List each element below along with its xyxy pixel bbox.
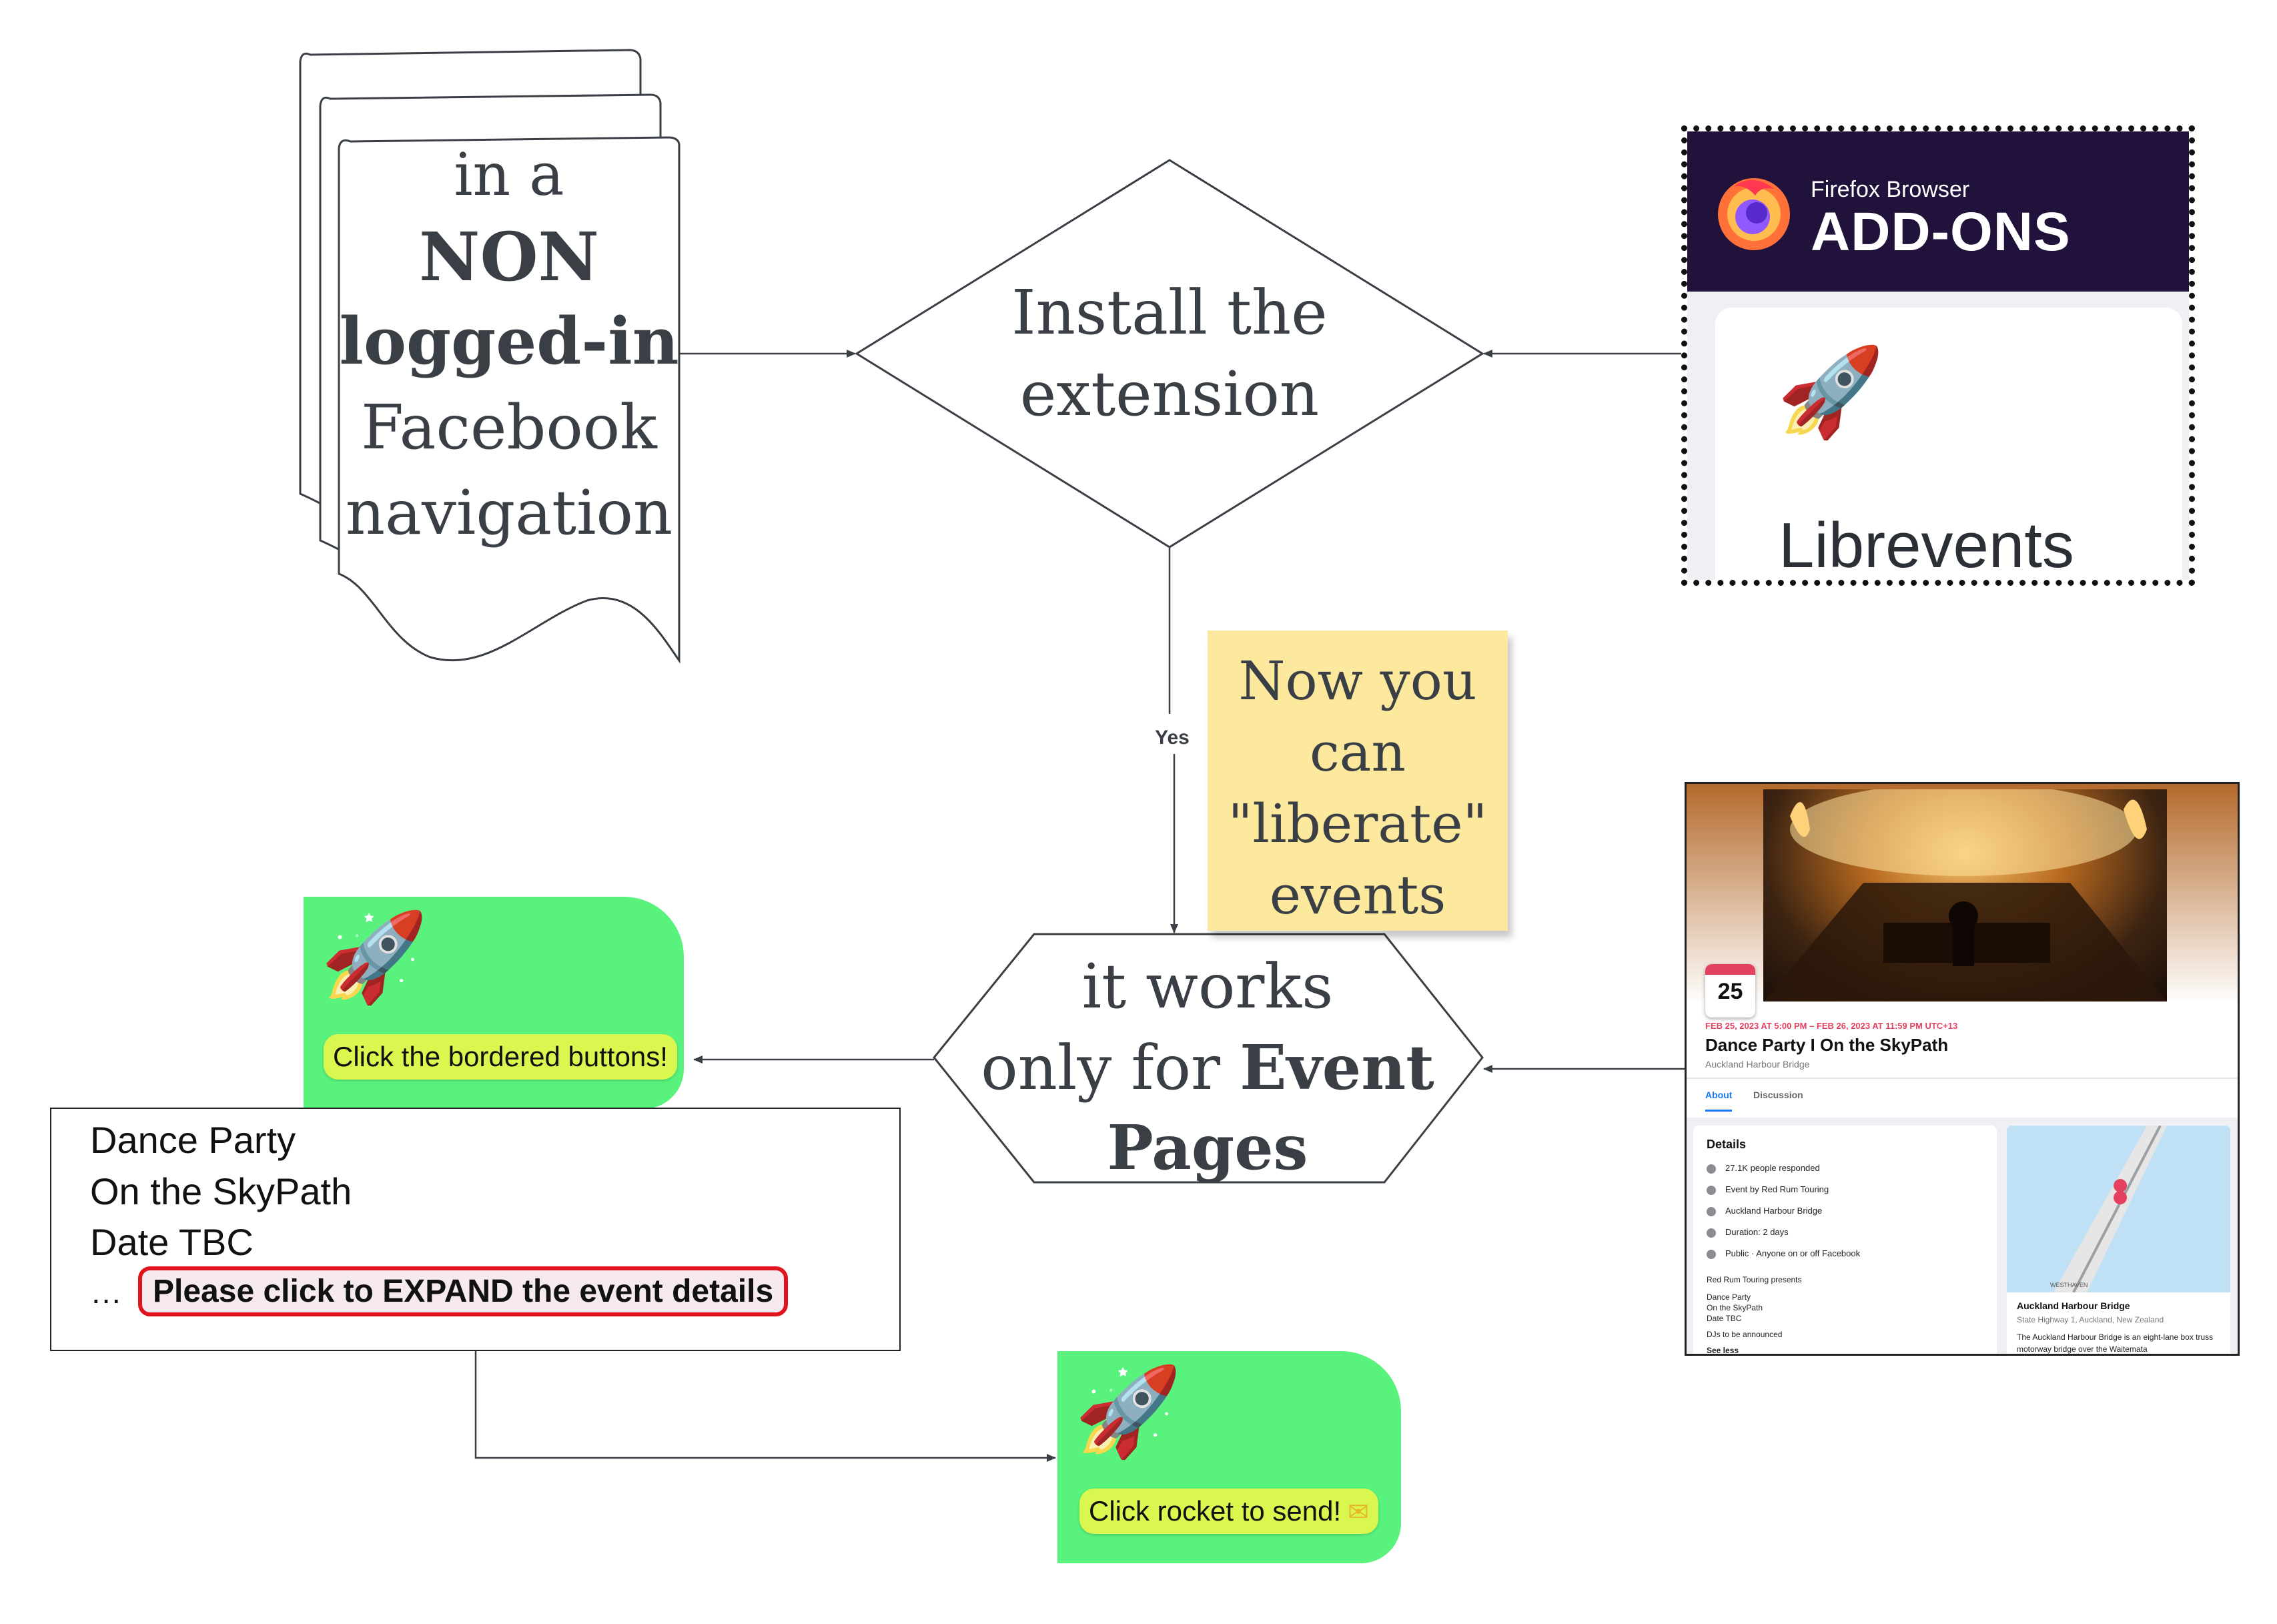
connectors <box>474 350 1685 1462</box>
details-title: Details <box>1707 1138 1747 1151</box>
map-title: Auckland Harbour Bridge <box>2017 1300 2130 1311</box>
flag-icon <box>1707 1185 1716 1195</box>
event-cover <box>1687 784 2238 1004</box>
addons-title: ADD-ONS <box>1811 201 2071 262</box>
details-row-text: Public · Anyone on or off Facebook <box>1725 1248 1861 1258</box>
event-text-line-2: On the SkyPath <box>90 1170 352 1212</box>
extension-card[interactable]: 🚀 Librevents <box>1715 308 2182 581</box>
document-line-4: Facebook <box>361 392 658 463</box>
description-line: Red Rum Touring presents <box>1707 1275 1802 1284</box>
concert-photo-image <box>1763 789 2167 1001</box>
sticky-line-3: "liberate" <box>1228 793 1488 855</box>
details-row: Auckland Harbour Bridge <box>1707 1206 1822 1216</box>
document-line-3: logged-in <box>339 304 678 379</box>
event-text-line-1: Dance Party <box>90 1119 296 1161</box>
description-line: On the SkyPath <box>1707 1303 1763 1312</box>
addons-subtitle: Firefox Browser <box>1811 177 1970 202</box>
document-line-1: in a <box>454 140 564 209</box>
process-hexagon <box>933 933 1484 1184</box>
document-line-2: NON <box>419 218 599 296</box>
map-label: WESTHAVEN <box>2050 1282 2088 1288</box>
addons-header: Firefox Browser ADD-ONS <box>1687 131 2189 292</box>
rocket-icon[interactable]: 🚀 <box>1074 1360 1182 1462</box>
click-rocket-to-send-label: Click rocket to send! <box>1089 1495 1342 1527</box>
rocket-box-bordered-buttons: 🚀 Click the bordered buttons! <box>304 897 684 1109</box>
map-description: The Auckland Harbour Bridge is an eight-… <box>2017 1332 2214 1354</box>
hexagon-line-1: it works <box>1082 951 1334 1022</box>
firefox-logo-icon <box>1718 178 1790 250</box>
event-title: Dance Party I On the SkyPath <box>1705 1035 1949 1055</box>
arrow-textbox-to-send-box <box>474 1351 1056 1462</box>
see-less-link[interactable]: See less <box>1707 1346 1739 1355</box>
map-panel: WESTHAVEN Auckland Harbour Bridge State … <box>2007 1126 2230 1354</box>
description-line: Dance Party <box>1707 1292 1751 1302</box>
decision-line-2: extension <box>1020 358 1319 430</box>
expand-event-details-button[interactable]: Please click to EXPAND the event details <box>138 1266 789 1316</box>
calendar-day: 25 <box>1717 979 1743 1004</box>
clock-icon <box>1707 1228 1716 1238</box>
hexagon-line-3: Pages <box>1107 1112 1308 1184</box>
event-text-line-3: Date TBC <box>90 1221 254 1263</box>
document-line-5: navigation <box>346 477 672 548</box>
rocket-box-send: 🚀 Click rocket to send!✉ <box>1057 1351 1401 1563</box>
rocket-icon[interactable]: 🚀 <box>320 906 428 1007</box>
event-details-text-box: Dance Party On the SkyPath Date TBC … Pl… <box>50 1108 901 1351</box>
document-stack <box>299 49 680 664</box>
yes-label: Yes <box>1155 727 1190 749</box>
details-row-text: Duration: 2 days <box>1725 1227 1789 1237</box>
details-row-text: Event by Red Rum Touring <box>1725 1184 1829 1194</box>
extension-name: Librevents <box>1779 510 2074 581</box>
details-row-text: Auckland Harbour Bridge <box>1725 1206 1823 1216</box>
event-body: Details 27.1K people responded Event by … <box>1687 1118 2238 1355</box>
event-location: Auckland Harbour Bridge <box>1705 1059 1810 1070</box>
details-row-text: 27.1K people responded <box>1725 1163 1820 1173</box>
sticky-line-4: events <box>1269 864 1446 926</box>
map-graphic: WESTHAVEN <box>2007 1126 2230 1293</box>
click-rocket-to-send-pill: Click rocket to send!✉ <box>1079 1489 1378 1534</box>
tab-discussion[interactable]: Discussion <box>1753 1090 1803 1100</box>
ellipsis: … <box>90 1275 122 1310</box>
details-row: Public · Anyone on or off Facebook <box>1707 1248 1860 1259</box>
addons-body: 🚀 Librevents <box>1687 292 2189 581</box>
map-image[interactable]: WESTHAVEN <box>2007 1126 2230 1293</box>
calendar-icon: 25 <box>1705 964 1755 1018</box>
sticky-line-1: Now you <box>1238 650 1477 712</box>
people-icon <box>1707 1164 1716 1174</box>
hexagon-line-2-plain: only for <box>981 1032 1240 1104</box>
globe-icon <box>1707 1249 1716 1259</box>
rocket-icon: 🚀 <box>1777 341 1885 442</box>
tab-about[interactable]: About <box>1705 1090 1733 1112</box>
description-line: DJs to be announced <box>1707 1330 1783 1339</box>
envelope-icon: ✉ <box>1348 1499 1369 1527</box>
details-row: Event by Red Rum Touring <box>1707 1184 1829 1195</box>
sticky-line-2: can <box>1309 721 1406 783</box>
decision-diamond <box>855 159 1484 548</box>
hexagon-line-2-bold: Event <box>1240 1032 1434 1104</box>
click-bordered-buttons-label: Click the bordered buttons! <box>324 1034 677 1080</box>
event-cover-photo <box>1763 789 2167 1001</box>
decision-line-1: Install the <box>1011 277 1327 348</box>
facebook-event-screenshot: 25 FEB 25, 2023 AT 5:00 PM – FEB 26, 202… <box>1685 782 2240 1356</box>
document-sheet-front <box>338 136 680 664</box>
map-address: State Highway 1, Auckland, New Zealand <box>2017 1315 2164 1324</box>
firefox-addons-card[interactable]: Firefox Browser ADD-ONS 🚀 Librevents <box>1681 125 2195 586</box>
details-row: Duration: 2 days <box>1707 1227 1789 1238</box>
sticky-note: Now you can "liberate" events <box>1208 631 1508 931</box>
description-line: Date TBC <box>1707 1314 1742 1323</box>
location-pin-icon <box>1707 1206 1716 1216</box>
event-date: FEB 25, 2023 AT 5:00 PM – FEB 26, 2023 A… <box>1705 1021 1958 1031</box>
details-panel: Details 27.1K people responded Event by … <box>1693 1126 1997 1355</box>
hexagon-line-2: only for Event <box>981 1032 1434 1104</box>
details-row: 27.1K people responded <box>1707 1163 1820 1174</box>
event-tabs: About Discussion <box>1687 1078 2238 1119</box>
